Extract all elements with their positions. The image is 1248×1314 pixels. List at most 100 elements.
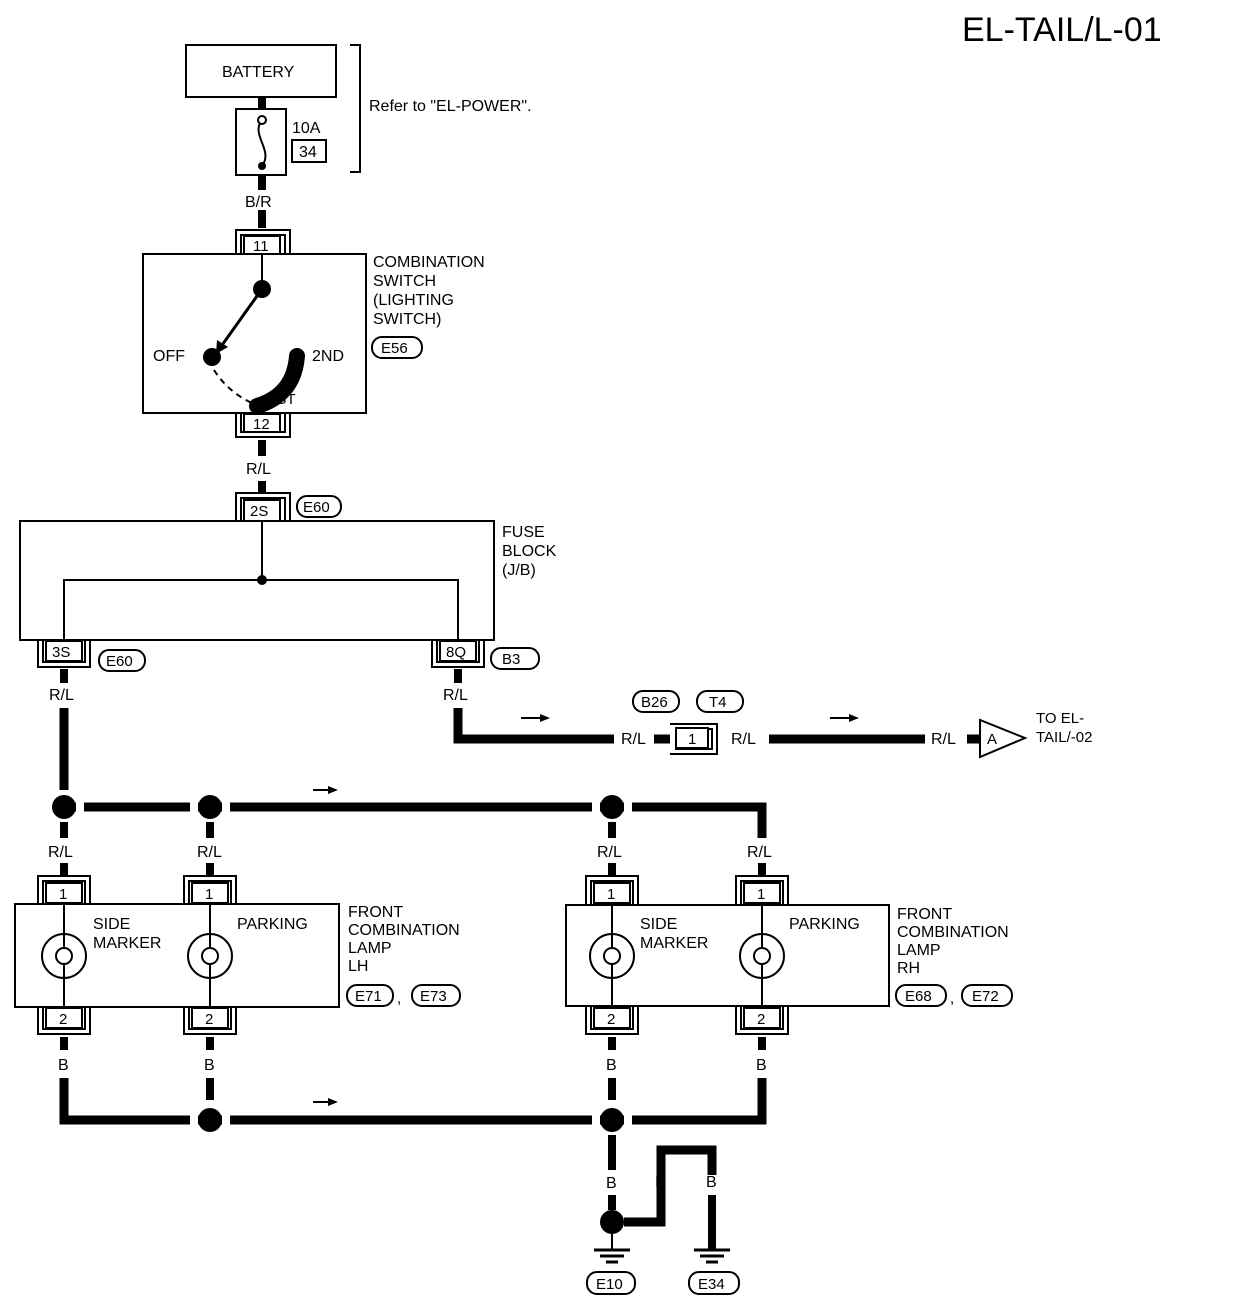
lamp-rh-box [565, 904, 890, 1007]
rh-pin1-park: 1 [757, 886, 765, 903]
wire-label-rl-lh1: R/L [48, 844, 73, 861]
wire-label-br: B/R [245, 194, 272, 211]
splice-bot-1 [198, 1108, 222, 1132]
wire-label-b-rh1: B [606, 1057, 617, 1074]
ground-symbol-e34 [694, 1248, 730, 1264]
rh-pin1-side: 1 [607, 886, 615, 903]
splice-bot-2 [600, 1108, 624, 1132]
wire-label-rl-rh1: R/L [597, 844, 622, 861]
bus-bottom-left [59, 1078, 612, 1125]
wire-label-b-lh2: B [204, 1057, 215, 1074]
conn-e72-badge [961, 984, 1013, 1007]
switch-1st: 1ST [268, 391, 296, 408]
conn-e71: E71 [355, 988, 382, 1005]
wire-label-rl-j2: R/L [731, 731, 756, 748]
fuse-num: 34 [299, 144, 317, 161]
conn-e71-badge [346, 984, 394, 1007]
lh-park-filament [201, 934, 220, 978]
conn-e56-badge [371, 336, 423, 359]
lamp-rh-name-1: FRONT [897, 906, 952, 923]
comma-rh: , [950, 990, 954, 1007]
conn-e60-badge-top [296, 495, 342, 518]
conn-e56: E56 [381, 340, 408, 357]
arrow-4-head [328, 1098, 338, 1106]
lh-park-label: PARKING [237, 916, 308, 933]
conn-b3-badge [490, 647, 540, 670]
wire-label-rl-rh2: R/L [747, 844, 772, 861]
conn-e68: E68 [905, 988, 932, 1005]
combination-switch-box [142, 253, 367, 414]
lamp-rh-name-2: COMBINATION [897, 924, 1009, 941]
splice-top-3 [600, 795, 624, 819]
arrow-1-head [540, 714, 550, 722]
wire-8q-route [453, 708, 614, 744]
ground-loop [624, 1145, 717, 1227]
conn-e34-badge [688, 1271, 740, 1295]
switch-name-1: COMBINATION [373, 254, 485, 271]
conn-e60-badge-left [98, 649, 146, 672]
conn-e60-left: E60 [106, 653, 133, 670]
pin-12: 12 [253, 416, 270, 433]
wire-label-rl-j1: R/L [621, 731, 646, 748]
refer-text: Refer to "EL-POWER". [369, 98, 532, 115]
conn-t4: T4 [709, 694, 727, 711]
battery-label: BATTERY [222, 64, 295, 81]
fb-bus [63, 579, 459, 640]
pin-8q: 8Q [446, 644, 466, 661]
switch-arc [249, 348, 305, 414]
ground-splice [600, 1210, 624, 1234]
switch-off-contact [203, 348, 221, 366]
switch-arrowhead [216, 340, 228, 354]
conn-t4-badge [696, 690, 744, 713]
lamp-rh-name-4: RH [897, 960, 920, 977]
conn-e73-badge [411, 984, 461, 1007]
lh-side-label-1: SIDE [93, 916, 130, 933]
rh-side-label-1: SIDE [640, 916, 677, 933]
lamp-lh-name-3: LAMP [348, 940, 392, 957]
fuse-block-box [19, 520, 495, 641]
splice-top-1 [52, 795, 76, 819]
rh-conn1-park [743, 882, 781, 904]
lh-pin2-side: 2 [59, 1011, 67, 1028]
conn-e60-top: E60 [303, 499, 330, 516]
wire-label-rl-j3: R/L [931, 731, 956, 748]
conn-e10-badge [586, 1271, 636, 1295]
conn-b26-badge [632, 690, 680, 713]
fuse-block-name-1: FUSE [502, 524, 545, 541]
rh-pin2-side: 2 [607, 1011, 615, 1028]
fuse-terminal-top [257, 115, 267, 125]
lh-conn1-park-frame [183, 875, 237, 904]
wire-label-rl-lh2: R/L [197, 844, 222, 861]
lh-conn2-park [191, 1007, 229, 1029]
splice-top-2 [198, 795, 222, 819]
fuse-amp: 10A [292, 120, 321, 137]
rh-conn1-park-frame [735, 875, 789, 904]
lamp-lh-name-4: LH [348, 958, 368, 975]
rh-park-filament [753, 934, 772, 978]
lamp-lh-box [14, 903, 340, 1008]
conn-e72: E72 [972, 988, 999, 1005]
wire-label-b-g2: B [655, 1174, 666, 1191]
rh-conn1-side [593, 882, 631, 904]
switch-2nd: 2ND [312, 348, 344, 365]
arrow-2-head [849, 714, 859, 722]
wire-label-b-g3: B [706, 1174, 717, 1191]
continuation-triangle [979, 718, 1028, 759]
rh-park-label: PARKING [789, 916, 860, 933]
connector-3s [45, 640, 83, 662]
continuation-letter: A [987, 731, 997, 748]
fuse-element [257, 119, 267, 167]
lh-pin1-side: 1 [59, 886, 67, 903]
lh-conn2-side [45, 1007, 83, 1029]
wire-label-b-lh1: B [58, 1057, 69, 1074]
arrow-3-head [328, 786, 338, 794]
wire-label-rl-1: R/L [246, 461, 271, 478]
bus-top-right [612, 802, 767, 838]
diagram-title: EL-TAIL/L-01 [962, 11, 1162, 49]
switch-off: OFF [153, 348, 185, 365]
conn-e73: E73 [420, 988, 447, 1005]
connector-8q [439, 640, 477, 662]
wire-label-b-rh2: B [756, 1057, 767, 1074]
